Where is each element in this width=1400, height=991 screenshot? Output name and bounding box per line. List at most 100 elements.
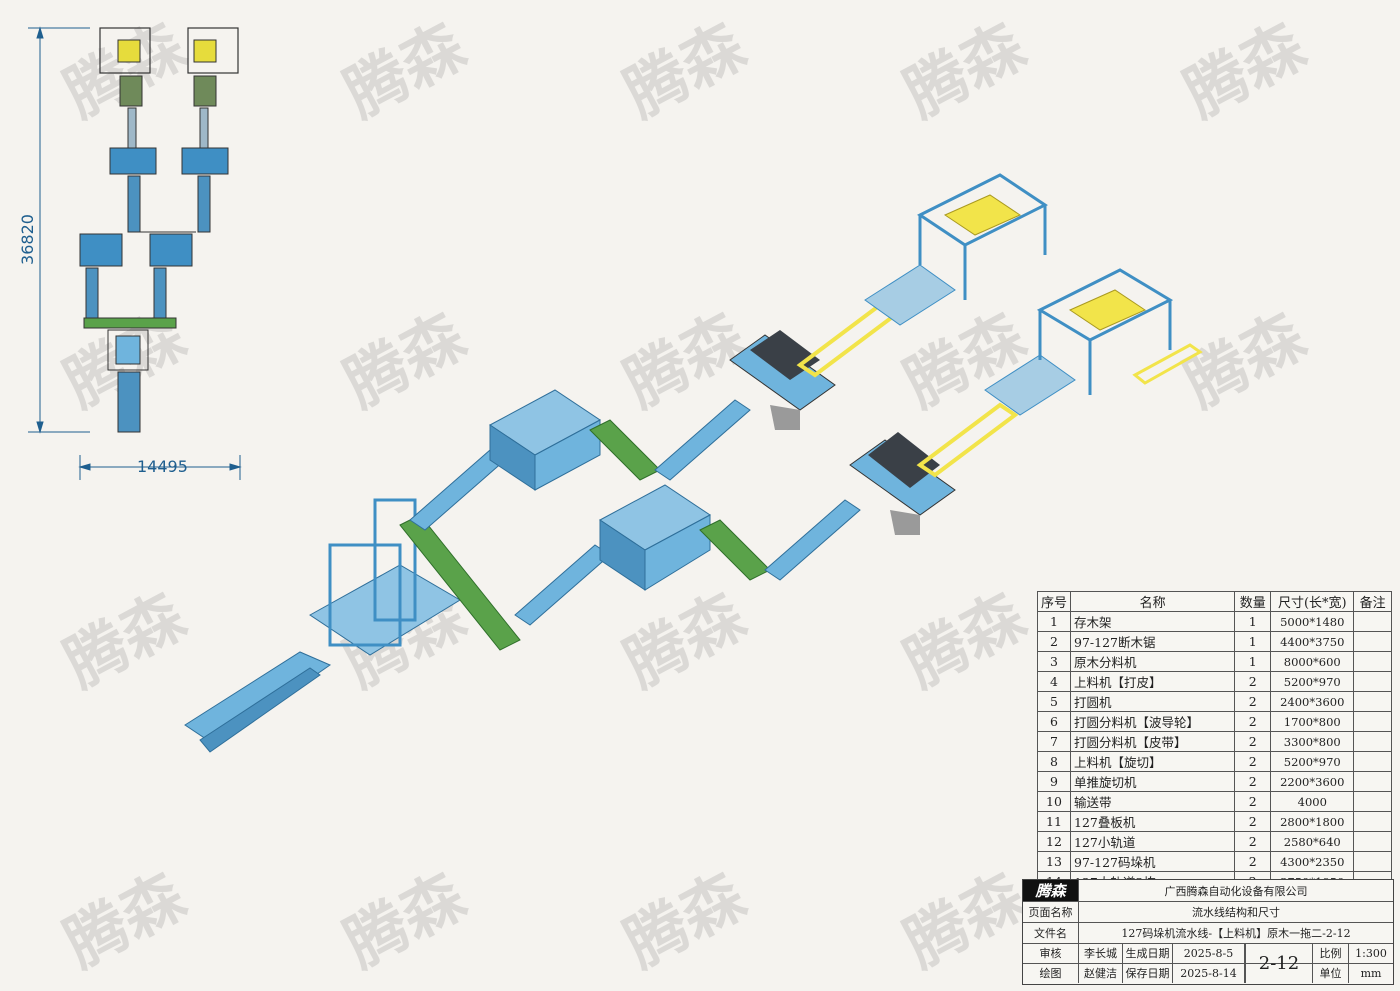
table-cell-qty: 1 [1234,651,1272,672]
page-name-label: 页面名称 [1023,901,1079,922]
file-name-label: 文件名 [1023,922,1079,943]
table-cell-note [1353,851,1392,872]
drawing-number: 2-12 [1245,943,1313,983]
table-cell-note [1353,791,1392,812]
table-cell-size: 5200*970 [1270,671,1355,692]
table-cell-qty: 2 [1234,731,1272,752]
table-cell-note [1353,631,1392,652]
table-cell-note [1353,731,1392,752]
table-cell-no: 12 [1036,831,1072,852]
table-cell-name: 127小轨道 [1070,831,1236,852]
table-cell-qty: 2 [1234,811,1272,832]
scale: 1:300 [1355,946,1387,960]
scale-label: 比例 [1313,943,1349,963]
table-cell-qty: 1 [1234,611,1272,632]
table-cell-size: 2400*3600 [1270,691,1355,712]
header-note: 备注 [1353,591,1392,612]
table-cell-qty: 2 [1234,791,1272,812]
table-cell-no: 2 [1036,631,1072,652]
company-name: 广西腾森自动化设备有限公司 [1164,884,1308,898]
header-no: 序号 [1036,591,1072,612]
table-cell-note [1353,811,1392,832]
table-cell-note [1353,751,1392,772]
table-cell-note [1353,691,1392,712]
table-cell-size: 4300*2350 [1270,851,1355,872]
table-cell-note [1353,651,1392,672]
table-cell-qty: 2 [1234,711,1272,732]
table-cell-name: 打圆分料机【波导轮】 [1070,711,1236,732]
table-cell-qty: 2 [1234,851,1272,872]
table-cell-no: 11 [1036,811,1072,832]
table-cell-size: 3300*800 [1270,731,1355,752]
table-cell-name: 打圆分料机【皮带】 [1070,731,1236,752]
table-cell-note [1353,831,1392,852]
table-cell-name: 存木架 [1070,611,1236,632]
dimension-lines [28,26,242,480]
table-cell-no: 3 [1036,651,1072,672]
table-cell-no: 10 [1036,791,1072,812]
table-cell-name: 原木分料机 [1070,651,1236,672]
drawer: 赵健洁 [1079,963,1123,983]
table-cell-size: 1700*800 [1270,711,1355,732]
table-cell-name: 上料机【打皮】 [1070,671,1236,692]
table-cell-name: 上料机【旋切】 [1070,751,1236,772]
header-qty: 数量 [1234,591,1272,612]
table-cell-qty: 1 [1234,631,1272,652]
table-cell-size: 8000*600 [1270,651,1355,672]
table-cell-no: 8 [1036,751,1072,772]
table-cell-size: 4000 [1270,791,1355,812]
table-cell-no: 4 [1036,671,1072,692]
created-label: 生成日期 [1123,943,1173,963]
table-header-row: 序号 名称 数量 尺寸(长*宽) 备注 [1036,591,1392,612]
plan-view [79,27,239,433]
table-cell-name: 97-127码垛机 [1070,851,1236,872]
header-size: 尺寸(长*宽) [1270,591,1355,612]
table-cell-note [1353,611,1392,632]
table-cell-note [1353,771,1392,792]
created-date: 2025-8-5 [1173,943,1245,963]
table-cell-no: 1 [1036,611,1072,632]
table-cell-qty: 2 [1234,771,1272,792]
table-cell-name: 单推旋切机 [1070,771,1236,792]
table-cell-size: 5200*970 [1270,751,1355,772]
table-cell-name: 97-127断木锯 [1070,631,1236,652]
review-label: 审核 [1023,943,1079,963]
unit-label: 单位 [1313,963,1349,983]
file-name: 127码垛机流水线-【上料机】原木一拖二-2-12 [1121,926,1351,940]
unit: mm [1360,966,1382,980]
isometric-line [184,173,1203,753]
table-cell-no: 6 [1036,711,1072,732]
table-cell-name: 打圆机 [1070,691,1236,712]
table-cell-no: 13 [1036,851,1072,872]
table-cell-qty: 2 [1234,831,1272,852]
table-cell-size: 2800*1800 [1270,811,1355,832]
table-cell-qty: 2 [1234,691,1272,712]
table-cell-name: 127叠板机 [1070,811,1236,832]
table-cell-qty: 2 [1234,751,1272,772]
table-cell-note [1353,671,1392,692]
table-cell-size: 4400*3750 [1270,631,1355,652]
reviewer: 李长城 [1079,943,1123,963]
title-block: 腾森 广西腾森自动化设备有限公司 页面名称 流水线结构和尺寸 文件名 127码垛… [1022,879,1394,985]
table-cell-qty: 2 [1234,671,1272,692]
saved-label: 保存日期 [1123,963,1173,983]
table-cell-name: 输送带 [1070,791,1236,812]
table-cell-note [1353,711,1392,732]
drawer-label: 绘图 [1023,963,1079,983]
table-cell-size: 2200*3600 [1270,771,1355,792]
table-cell-size: 2580*640 [1270,831,1355,852]
header-name: 名称 [1070,591,1236,612]
